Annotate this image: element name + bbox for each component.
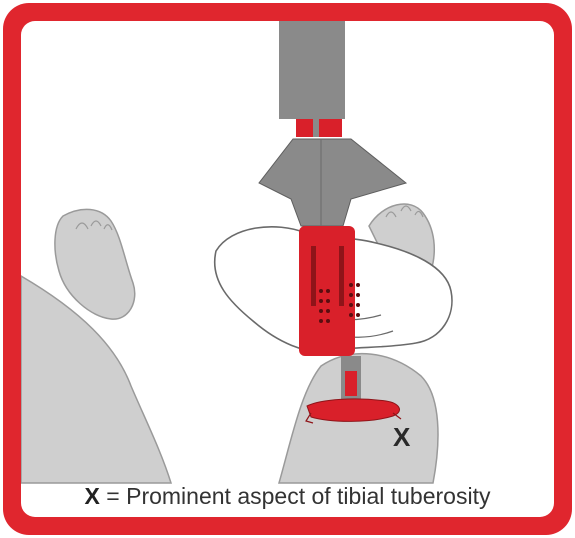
- red-frame: X X = Prominent aspect of tibial tuberos…: [3, 3, 572, 535]
- device-upper-shaft: [279, 21, 345, 119]
- caption-symbol: X: [85, 483, 100, 509]
- knee-device-illustration: X: [21, 21, 554, 517]
- caption: X = Prominent aspect of tibial tuberosit…: [21, 483, 554, 510]
- illustration-panel: X X = Prominent aspect of tibial tuberos…: [21, 21, 554, 517]
- tibial-base: [307, 399, 399, 421]
- caption-text: = Prominent aspect of tibial tuberosity: [100, 483, 491, 509]
- left-foot: [55, 209, 135, 319]
- tuberosity-marker: X: [393, 422, 411, 452]
